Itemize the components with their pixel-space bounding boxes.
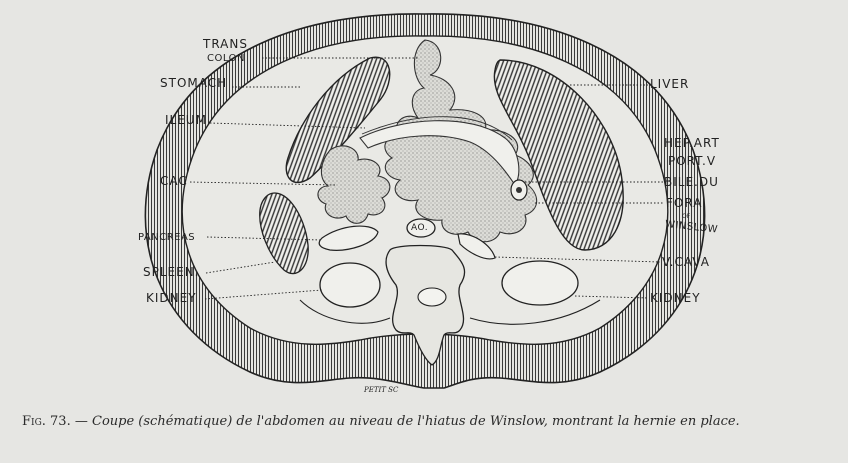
label-cac: CAC bbox=[160, 175, 188, 187]
label-bile-du: BILE.DU bbox=[664, 176, 719, 188]
caption-figure-number: Fig. 73. bbox=[22, 414, 71, 429]
label-v-cava: V.CAVA bbox=[662, 256, 710, 268]
label-ileum: ILEUM bbox=[165, 114, 207, 126]
label-trans: TRANS bbox=[203, 38, 248, 50]
label-hep-art: HEP.ART bbox=[664, 137, 720, 149]
engraver-signature: PETIT SC bbox=[364, 384, 398, 396]
caption-text: Coupe (schématique) de l'abdomen au nive… bbox=[92, 414, 740, 429]
label-kidney-left: KIDNEY bbox=[146, 292, 197, 304]
label-aorta: AO. bbox=[411, 222, 428, 234]
spinal-canal bbox=[418, 288, 446, 306]
label-kidney-right: KIDNEY bbox=[650, 292, 701, 304]
label-spleen: SPLEEN. bbox=[143, 266, 200, 278]
bile-duct-vessel bbox=[516, 187, 522, 193]
label-stomach: STOMACH bbox=[160, 77, 227, 89]
label-fora: FORA bbox=[666, 197, 702, 209]
label-pancreas: PANCREAS bbox=[138, 232, 195, 244]
caption-dash: — bbox=[75, 414, 88, 429]
figure-caption: Fig. 73. — Coupe (schématique) de l'abdo… bbox=[22, 414, 837, 429]
left-kidney-organ bbox=[320, 263, 380, 307]
label-colon: COLON bbox=[207, 53, 245, 65]
label-port-v: PORT.V bbox=[668, 155, 716, 167]
label-liver: LIVER bbox=[650, 78, 689, 90]
right-kidney-organ bbox=[502, 261, 578, 305]
